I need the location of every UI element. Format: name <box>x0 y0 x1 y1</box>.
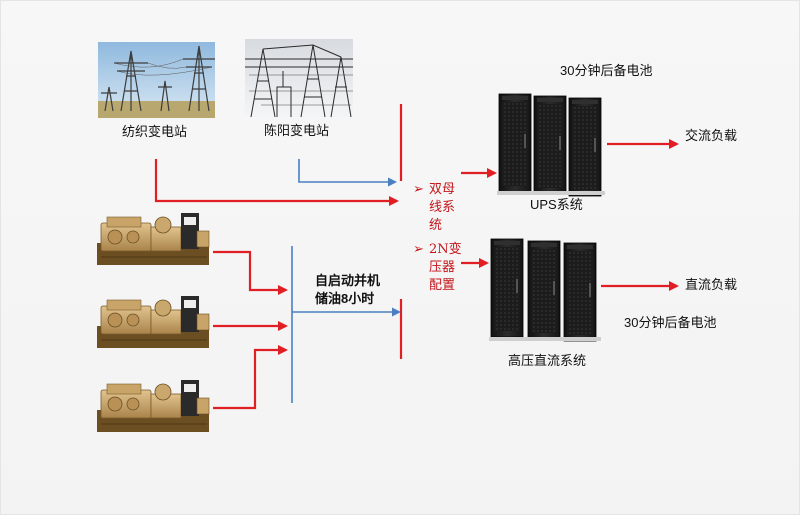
chenyang-substation-label: 陈阳变电站 <box>264 123 330 138</box>
bus-note-1-line3: 统 <box>429 218 443 233</box>
generator-1-icon <box>96 212 210 266</box>
textile-substation-label: 纺织变电站 <box>122 124 188 139</box>
ups-system-label: UPS系统 <box>530 197 583 212</box>
bus-note-2-marker: ➢ <box>413 242 424 257</box>
bus-note-1-line2: 线系 <box>429 200 456 215</box>
dc-load-label: 直流负载 <box>685 277 738 292</box>
chenyang-substation-image <box>245 39 353 118</box>
power-lines <box>154 104 679 410</box>
bus-note-1-line1: 双母 <box>429 182 456 197</box>
bus-note-2-line1: 2N变 <box>429 242 462 257</box>
ac-load-label: 交流负载 <box>685 128 738 143</box>
bus-note-2-line3: 配置 <box>429 278 456 293</box>
ups-battery-label: 30分钟后备电池 <box>560 63 653 78</box>
generator-note-line1: 自启动并机 <box>315 273 381 288</box>
hvdc-battery-label: 30分钟后备电池 <box>624 315 717 330</box>
connector-lines <box>291 159 401 403</box>
generator-3-icon <box>96 379 210 433</box>
bus-note-2-line2: 压器 <box>429 260 456 275</box>
ups-rack-icon <box>497 93 605 197</box>
generator-note-line2: 储油8小时 <box>315 291 375 306</box>
textile-substation-image <box>98 42 215 118</box>
generator-2-icon <box>96 295 210 349</box>
hvdc-system-label: 高压直流系统 <box>508 353 587 368</box>
bus-note-1-marker: ➢ <box>413 182 424 197</box>
hvdc-rack-icon <box>489 238 601 342</box>
